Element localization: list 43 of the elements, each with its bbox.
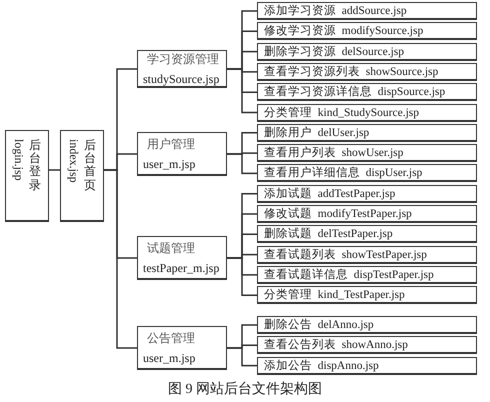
file-box: 查看学习资源详信息 dispSource.jsp [257,83,477,102]
connector-line [227,257,257,296]
file-box: 删除用户 delUser.jsp [257,124,477,142]
file-box: 修改试题 modifyTestPaper.jsp [257,205,477,223]
file-name: user_m.jsp [143,350,196,366]
file-name: testPaper_m.jsp [143,260,220,276]
file-box [5,130,49,222]
file-box [137,132,227,176]
file-name: studySource.jsp [143,70,220,88]
file-box: 查看用户详细信息 dispUser.jsp [257,164,477,182]
file-box: 查看学习资源列表 showSource.jsp [257,62,477,81]
file-box: 添加公告 dispAnno.jsp [257,356,477,375]
module-title: 用户管理 [146,136,196,152]
file-box [137,326,227,370]
file-box: 删除公告 delAnno.jsp [257,316,477,334]
connector-line [227,347,257,366]
file-box: 查看用户列表 showUser.jsp [257,144,477,162]
module-title: 学习资源管理 [146,50,220,68]
module-title: 试题管理 [146,240,196,256]
file-box: 分类管理 kind_StudySource.jsp [257,104,477,122]
file-box: 查看试题列表 showTestPaper.jsp [257,246,477,264]
page-title: 后台首页 [84,139,96,194]
file-box: 删除试题 delTestPaper.jsp [257,225,477,244]
file-box: 修改学习资源 modifySource.jsp [257,22,477,40]
figure-caption: 图 9 网站后台文件架构图 [167,380,323,398]
file-box: 查看公告列表 showAnno.jsp [257,336,477,354]
connector-line [49,169,60,171]
file-box [137,236,227,280]
file-box [137,50,227,88]
file-box: 查看试题详信息 dispTestPaper.jsp [257,266,477,284]
file-box: 添加学习资源 addSource.jsp [257,2,477,20]
connector-line [227,68,257,114]
page-title: 后台登录 [29,139,41,194]
file-box: 删除学习资源 delSource.jsp [257,42,477,61]
file-name: index.jsp [68,139,80,185]
file-name: user_m.jsp [143,156,196,172]
file-box [60,130,104,222]
file-box: 添加试题 addTestPaper.jsp [257,184,477,203]
file-name: login.jsp [13,139,25,183]
connector-line [104,169,137,349]
file-box: 分类管理 kind_TestPaper.jsp [257,286,477,304]
connector-line [227,153,257,174]
module-title: 公告管理 [146,330,196,346]
